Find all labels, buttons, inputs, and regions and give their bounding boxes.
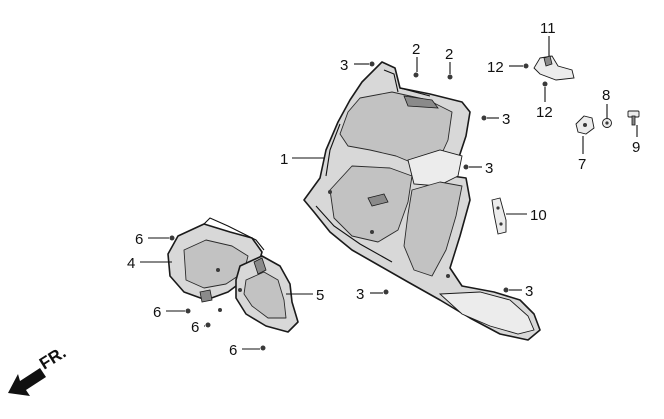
- screw-12a: [523, 63, 529, 69]
- callout-6d: 6: [229, 342, 237, 359]
- screw-12b: [542, 81, 548, 87]
- screw-2a: [413, 72, 419, 78]
- screw-3c: [463, 164, 469, 170]
- bracket-hole-bottom: [499, 222, 503, 226]
- part-9-bolt: [627, 110, 640, 126]
- screw-panel-2: [238, 288, 242, 292]
- left-cover-bracket: [203, 217, 265, 251]
- part-10-bracket: [491, 197, 507, 235]
- callout-12b: 12: [536, 104, 553, 121]
- front-label: FR.: [36, 343, 69, 374]
- screw-3b: [481, 115, 487, 121]
- inner-panel-pocket: [407, 149, 463, 187]
- callout-5: 5: [316, 287, 324, 304]
- front-direction-indicator: FR.: [8, 343, 69, 396]
- part-1-inner-panel: [303, 61, 541, 341]
- callout-labels: 1 2 2 3 3 3 3 3 4 5 6 6 6 6 7 8 9 10 11 …: [127, 20, 640, 359]
- part-5-right-cover: [235, 255, 299, 333]
- screw-3e: [503, 287, 509, 293]
- callout-8: 8: [602, 87, 610, 104]
- screw-2b: [447, 74, 453, 80]
- callout-3e: 3: [525, 283, 533, 300]
- bracket-plate: [491, 197, 507, 235]
- clamp-hole: [583, 123, 587, 127]
- callout-2b: 2: [445, 46, 453, 63]
- bolt-shank: [631, 115, 636, 126]
- screw-6c: [205, 322, 211, 328]
- screw-panel-1: [216, 268, 220, 272]
- front-arrow-icon: [8, 368, 46, 396]
- screws: [169, 61, 548, 351]
- screw-3d: [383, 289, 389, 295]
- callout-3c: 3: [485, 160, 493, 177]
- inner-panel-lower-channel: [403, 181, 463, 277]
- callout-3b: 3: [502, 111, 510, 128]
- leader-lines: [140, 36, 638, 350]
- screw-6b: [185, 308, 191, 314]
- screw-6d: [260, 345, 266, 351]
- callout-3d: 3: [356, 286, 364, 303]
- screw-3a: [369, 61, 375, 67]
- part-11-hook: [533, 55, 575, 81]
- hook-tip: [543, 55, 553, 67]
- callout-7: 7: [578, 156, 586, 173]
- callout-1: 1: [280, 151, 288, 168]
- right-cover-clip: [253, 257, 267, 275]
- screw-panel-5: [446, 274, 450, 278]
- callout-6c: 6: [191, 319, 199, 336]
- callout-12a: 12: [487, 59, 504, 76]
- screw-6a: [169, 235, 175, 241]
- part-7-clamp: [575, 115, 595, 135]
- right-cover-face: [243, 271, 287, 319]
- screw-panel-6: [328, 190, 332, 194]
- part-8-nut: [602, 118, 612, 128]
- left-cover-tab: [199, 289, 213, 303]
- callout-10: 10: [530, 207, 547, 224]
- bracket-hole-top: [496, 206, 500, 210]
- inner-panel-rim: [315, 69, 431, 263]
- nut-hole: [605, 121, 609, 125]
- inner-panel-top-clip: [403, 95, 439, 109]
- callout-6a: 6: [135, 231, 143, 248]
- callout-2a: 2: [412, 41, 420, 58]
- callout-3a: 3: [340, 57, 348, 74]
- hook-body: [533, 55, 575, 81]
- callout-9: 9: [632, 139, 640, 156]
- screw-panel-4: [370, 230, 374, 234]
- callout-11: 11: [540, 20, 556, 37]
- inner-panel-tunnel: [438, 291, 535, 335]
- screw-panel-3: [218, 308, 222, 312]
- callout-6b: 6: [153, 304, 161, 321]
- inner-panel-side-clip: [367, 193, 389, 207]
- callout-4: 4: [127, 255, 135, 272]
